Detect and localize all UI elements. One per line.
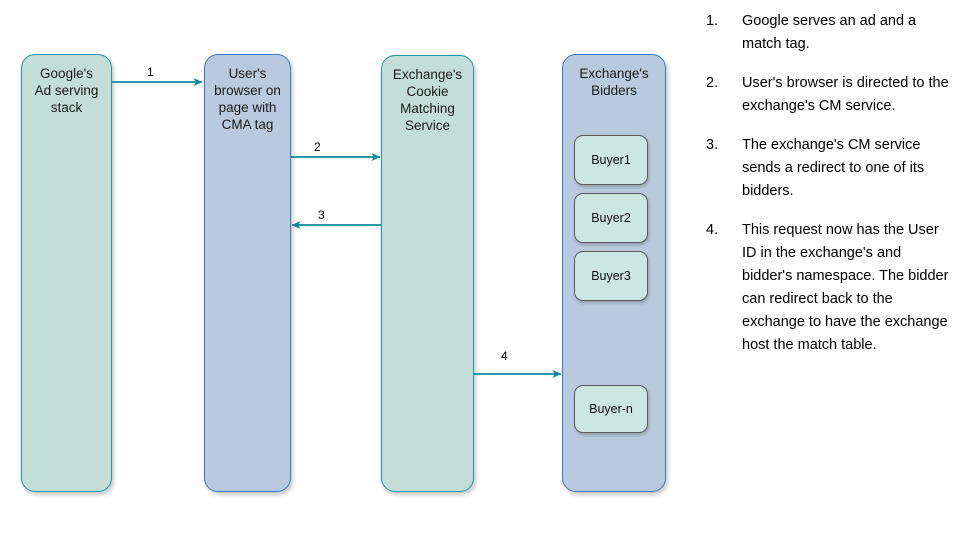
buyer-box-2: Buyer2 (574, 193, 648, 243)
list-item: 2. User's browser is directed to the exc… (706, 72, 954, 118)
list-item: 1. Google serves an ad and a match tag. (706, 10, 954, 56)
arrow-4-label: 4 (501, 349, 508, 363)
list-item: 4. This request now has the User ID in t… (706, 219, 954, 357)
node-google-ad-serving-stack: Google's Ad serving stack (21, 54, 112, 492)
buyer-box-n-label: Buyer-n (589, 401, 633, 416)
arrow-1-label: 1 (147, 65, 154, 79)
node-user-browser-label: User's browser on page with CMA tag (214, 66, 281, 132)
step-2-number: 2. (706, 75, 719, 91)
buyer-box-1-label: Buyer1 (591, 152, 631, 167)
node-google-ad-serving-stack-label: Google's Ad serving stack (34, 66, 99, 115)
node-exchange-cookie-matching-service: Exchange's Cookie Matching Service (381, 55, 474, 492)
buyer-box-1: Buyer1 (574, 135, 648, 185)
step-3-text: The exchange's CM service sends a redire… (742, 137, 925, 199)
buyer-box-n: Buyer-n (574, 385, 648, 433)
buyer-box-2-label: Buyer2 (591, 210, 631, 225)
step-1-text: Google serves an ad and a match tag. (742, 13, 917, 52)
step-4-number: 4. (706, 222, 719, 238)
list-item: 3. The exchange's CM service sends a red… (706, 134, 954, 203)
step-3-number: 3. (706, 137, 719, 153)
arrow-3-label: 3 (318, 208, 325, 222)
buyer-box-3: Buyer3 (574, 251, 648, 301)
steps-list: 1. Google serves an ad and a match tag. … (706, 10, 954, 373)
node-user-browser: User's browser on page with CMA tag (204, 54, 291, 492)
step-2-text: User's browser is directed to the exchan… (742, 75, 949, 114)
node-exchange-cookie-matching-service-label: Exchange's Cookie Matching Service (392, 67, 463, 133)
buyer-box-3-label: Buyer3 (591, 268, 631, 283)
node-exchange-bidders-label: Exchange's Bidders (579, 66, 649, 98)
step-1-number: 1. (706, 13, 719, 29)
arrow-2-label: 2 (314, 140, 321, 154)
step-4-text: This request now has the User ID in the … (742, 222, 949, 353)
